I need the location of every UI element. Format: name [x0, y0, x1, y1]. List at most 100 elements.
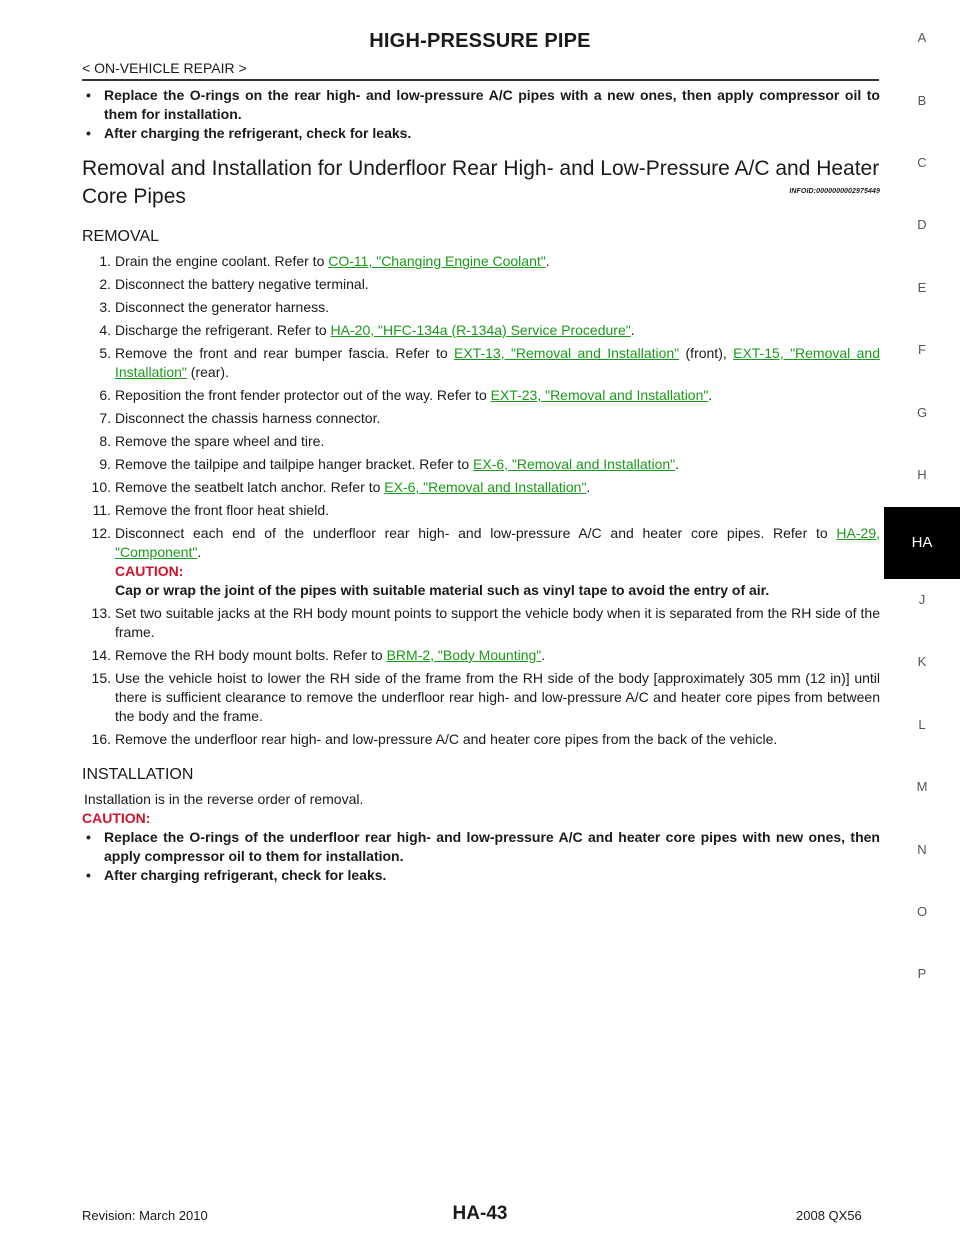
- step-text: Set two suitable jacks at the RH body mo…: [115, 604, 880, 642]
- section-tab-f[interactable]: F: [918, 342, 926, 357]
- section-tab-h[interactable]: H: [917, 467, 927, 482]
- reference-link[interactable]: EX-6, "Removal and Installation": [384, 479, 587, 495]
- installation-heading: INSTALLATION: [82, 766, 194, 783]
- step-text-content: Disconnect each end of the underfloor re…: [115, 525, 837, 541]
- step-text: Remove the RH body mount bolts. Refer to…: [115, 646, 880, 665]
- section-tab-k[interactable]: K: [917, 654, 927, 669]
- section-tab-b[interactable]: B: [917, 93, 927, 108]
- step-number: 14.: [91, 647, 111, 663]
- step-text: Remove the spare wheel and tire.: [115, 432, 880, 451]
- footer-revision: Revision: March 2010: [82, 1208, 208, 1223]
- section-tab-a[interactable]: A: [917, 30, 927, 45]
- section-tab-c[interactable]: C: [917, 155, 927, 170]
- section-tab-l[interactable]: L: [918, 717, 926, 732]
- step-text-content: .: [675, 456, 680, 472]
- step-text-content: .: [541, 647, 546, 663]
- step-text-content: Reposition the front fender protector ou…: [115, 387, 491, 403]
- section-tab-p[interactable]: P: [917, 966, 927, 981]
- step-text-content: Remove the tailpipe and tailpipe hanger …: [115, 456, 473, 472]
- removal-step: 11.Remove the front floor heat shield.: [82, 501, 880, 520]
- reference-link[interactable]: HA-29, "Component": [115, 525, 880, 560]
- removal-steps: 1.Drain the engine coolant. Refer to CO-…: [82, 252, 880, 749]
- step-number: 3.: [99, 299, 111, 315]
- reference-link[interactable]: EXT-13, "Removal and Installation": [454, 345, 680, 361]
- step-text: Remove the underfloor rear high- and low…: [115, 730, 880, 749]
- step-text-content: Remove the RH body mount bolts. Refer to: [115, 647, 387, 663]
- step-number: 16.: [91, 731, 111, 747]
- reference-link[interactable]: EXT-23, "Removal and Installation": [490, 387, 709, 403]
- caution-text: Cap or wrap the joint of the pipes with …: [115, 582, 770, 598]
- step-number: 5.: [99, 345, 111, 361]
- step-text: Use the vehicle hoist to lower the RH si…: [115, 669, 880, 726]
- section-title: Removal and Installation for Underfloor …: [82, 157, 880, 208]
- reference-link[interactable]: EXT-15, "Removal and Installation": [115, 345, 881, 380]
- step-text-content: .: [630, 322, 635, 338]
- step-text-content: Use the vehicle hoist to lower the RH si…: [115, 670, 880, 724]
- step-text-content: .: [545, 253, 550, 269]
- step-number: 7.: [99, 410, 111, 426]
- step-number: 8.: [99, 433, 111, 449]
- section-tab-g[interactable]: G: [916, 405, 928, 420]
- step-number: 13.: [91, 605, 111, 621]
- step-text-content: .: [197, 544, 202, 560]
- section-tab-n[interactable]: N: [917, 842, 927, 857]
- removal-step: 2.Disconnect the battery negative termin…: [82, 275, 880, 294]
- step-text-content: Disconnect the generator harness.: [115, 299, 330, 315]
- step-text: Remove the tailpipe and tailpipe hanger …: [115, 455, 880, 474]
- removal-step: 3.Disconnect the generator harness.: [82, 298, 880, 317]
- step-text: Disconnect the chassis harness connector…: [115, 409, 880, 428]
- step-text: Remove the front floor heat shield.: [115, 501, 880, 520]
- reference-link[interactable]: BRM-2, "Body Mounting": [386, 647, 542, 663]
- caution-label: CAUTION:: [115, 563, 184, 579]
- removal-step: 1.Drain the engine coolant. Refer to CO-…: [82, 252, 880, 271]
- step-number: 9.: [99, 456, 111, 472]
- reference-link[interactable]: HA-20, "HFC-134a (R-134a) Service Proced…: [330, 322, 631, 338]
- removal-step: 8.Remove the spare wheel and tire.: [82, 432, 880, 451]
- step-number: 10.: [91, 479, 111, 495]
- step-text-content: Remove the underfloor rear high- and low…: [115, 731, 778, 747]
- section-tab-j[interactable]: J: [918, 592, 926, 607]
- step-number: 2.: [99, 276, 111, 292]
- intro-bullet: •Replace the O-rings on the rear high- a…: [86, 87, 880, 122]
- step-text: Disconnect the generator harness.: [115, 298, 880, 317]
- section-tab-m[interactable]: M: [916, 779, 928, 794]
- footer-model: 2008 QX56: [796, 1208, 862, 1223]
- step-number: 15.: [91, 670, 111, 686]
- reference-link[interactable]: EX-6, "Removal and Installation": [473, 456, 676, 472]
- info-id: INFOID:0000000002975449: [789, 188, 880, 195]
- step-text: Reposition the front fender protector ou…: [115, 386, 880, 405]
- intro-bullets: •Replace the O-rings on the rear high- a…: [82, 86, 880, 143]
- step-number: 6.: [99, 387, 111, 403]
- step-number: 12.: [91, 525, 111, 541]
- step-text-content: Drain the engine coolant. Refer to: [115, 253, 329, 269]
- removal-step: 6.Reposition the front fender protector …: [82, 386, 880, 405]
- section-tab-o[interactable]: O: [916, 904, 928, 919]
- step-text-content: Disconnect the chassis harness connector…: [115, 410, 381, 426]
- section-tab-ha[interactable]: HA: [884, 507, 960, 579]
- step-text: Drain the engine coolant. Refer to CO-11…: [115, 252, 880, 271]
- step-text-content: (front),: [679, 345, 734, 361]
- section-tab-d[interactable]: D: [917, 217, 927, 232]
- installation-bullet: •After charging refrigerant, check for l…: [86, 867, 387, 883]
- breadcrumb: < ON-VEHICLE REPAIR >: [82, 60, 247, 76]
- installation-bullet: •Replace the O-rings of the underfloor r…: [86, 829, 880, 864]
- step-text-content: Set two suitable jacks at the RH body mo…: [115, 605, 880, 640]
- removal-step: 5.Remove the front and rear bumper fasci…: [82, 344, 880, 382]
- step-text-content: Remove the spare wheel and tire.: [115, 433, 325, 449]
- removal-step: 4.Discharge the refrigerant. Refer to HA…: [82, 321, 880, 340]
- reference-link[interactable]: CO-11, "Changing Engine Coolant": [328, 253, 546, 269]
- step-text: Remove the seatbelt latch anchor. Refer …: [115, 478, 880, 497]
- step-text-content: Remove the front and rear bumper fascia.…: [115, 345, 454, 361]
- step-number: 1.: [99, 253, 111, 269]
- removal-step: 14.Remove the RH body mount bolts. Refer…: [82, 646, 880, 665]
- installation-bullets: •Replace the O-rings of the underfloor r…: [82, 828, 880, 885]
- page-title: HIGH-PRESSURE PIPE: [369, 30, 591, 52]
- step-text: Disconnect each end of the underfloor re…: [115, 524, 880, 600]
- step-text-content: Discharge the refrigerant. Refer to: [115, 322, 331, 338]
- installation-text: Installation is in the reverse order of …: [84, 791, 364, 807]
- step-number: 11.: [92, 502, 111, 518]
- step-text-content: Remove the front floor heat shield.: [115, 502, 330, 518]
- step-text-content: Disconnect the battery negative terminal…: [115, 276, 369, 292]
- section-tab-e[interactable]: E: [917, 280, 927, 295]
- removal-heading: REMOVAL: [82, 228, 160, 245]
